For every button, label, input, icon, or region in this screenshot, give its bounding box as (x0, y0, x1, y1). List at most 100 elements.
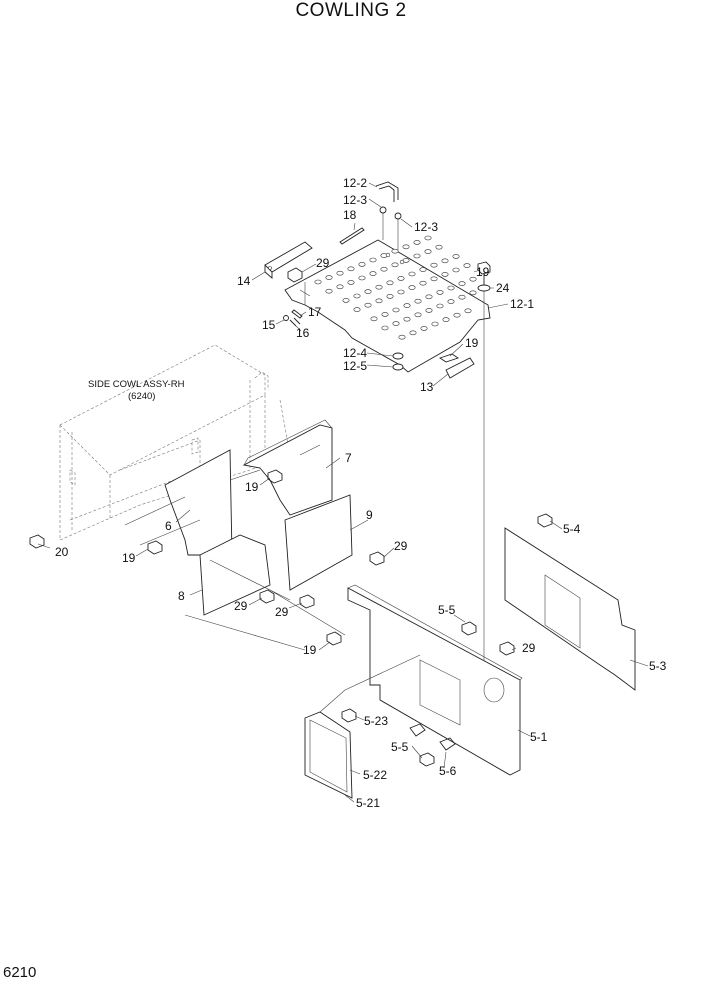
perforation-hole (414, 298, 422, 304)
perforation-hole (463, 263, 471, 268)
label-12-2: 12-2 (343, 176, 367, 190)
label-5-1: 5-1 (530, 730, 548, 744)
panel-8 (199, 534, 271, 616)
clip-5-6-b (409, 723, 426, 737)
label-12-3-b: 12-3 (414, 220, 438, 234)
perforation-hole (436, 303, 444, 309)
perforation-hole (369, 257, 377, 263)
perforation-hole (420, 326, 428, 331)
bolt-12-3-b (394, 212, 402, 220)
bolt-5-4 (537, 513, 553, 528)
label-7: 7 (345, 451, 352, 465)
perforation-hole (375, 298, 383, 304)
panel-6 (164, 449, 233, 556)
bolt-29-top (287, 267, 303, 283)
leader-lines (37, 182, 649, 803)
bolt-12-3-a (379, 206, 387, 214)
bolt-5-5-lower (419, 752, 435, 767)
perforation-hole (409, 330, 417, 336)
perforation-hole (458, 281, 466, 286)
perforation-hole (391, 262, 399, 268)
perforation-hole (403, 316, 411, 322)
side-cowl-ref-line2: (6240) (128, 391, 155, 402)
perforation-hole (391, 248, 399, 254)
perforation-hole (342, 298, 350, 303)
label-12-5: 12-5 (343, 359, 367, 373)
perforation-hole (430, 276, 438, 282)
bracket-14 (264, 241, 313, 279)
label-5-5-lower: 5-5 (391, 740, 409, 754)
page-number: 6210 (3, 964, 37, 981)
perforation-hole (419, 267, 427, 272)
perforation-hole (336, 284, 344, 290)
perforation-hole (458, 294, 466, 300)
label-19-mid: 19 (465, 336, 479, 350)
label-29-top: 29 (316, 256, 330, 270)
perforation-hole (408, 271, 416, 277)
perforation-hole (375, 284, 383, 290)
panel-5-3-window (544, 574, 581, 649)
perforation-hole (436, 290, 444, 295)
perforation-holes (314, 235, 477, 340)
perforation-hole (408, 285, 416, 290)
perforation-hole (419, 280, 427, 286)
label-12-3-a: 12-3 (343, 193, 367, 207)
label-29-panel9: 29 (394, 539, 408, 553)
perforation-hole (453, 312, 461, 318)
perforation-hole (424, 249, 432, 254)
bracket-13 (445, 357, 475, 379)
label-5-5-upper: 5-5 (438, 603, 456, 617)
perforation-hole (441, 258, 449, 264)
perforation-hole (358, 275, 366, 281)
seal-5-21 (309, 719, 348, 793)
perforation-hole (431, 321, 439, 327)
pin-16 (289, 317, 301, 327)
label-24: 24 (496, 281, 510, 295)
perforation-hole (336, 270, 344, 276)
nut-12-4 (392, 352, 404, 360)
perforation-hole (381, 312, 389, 317)
perforation-hole (370, 316, 378, 322)
perforation-hole (347, 280, 355, 285)
clip-5-6 (439, 737, 456, 751)
perforation-hole (381, 325, 389, 331)
label-9: 9 (366, 508, 373, 522)
panel-5-1-port (483, 677, 505, 703)
label-20: 20 (55, 545, 69, 559)
nut-12-5 (392, 363, 404, 371)
label-5-4: 5-4 (563, 522, 581, 536)
label-5-22: 5-22 (363, 768, 387, 782)
label-12-4: 12-4 (343, 346, 367, 360)
perforation-hole (425, 308, 433, 313)
panel-5-1-window (419, 659, 461, 726)
pin-17 (291, 309, 303, 319)
page-title: COWLING 2 (295, 0, 407, 21)
label-29-panel8: 29 (234, 599, 248, 613)
label-5-21: 5-21 (356, 796, 380, 810)
panel-9 (284, 494, 353, 591)
perforation-hole (392, 321, 400, 326)
perforation-hole (347, 266, 355, 272)
perforation-hole (452, 254, 460, 259)
panel-5-1 (347, 587, 521, 776)
bolt-19-panel7 (267, 469, 283, 484)
side-cowl-ref-line1: SIDE COWL ASSY-RH (88, 379, 185, 390)
perforation-hole (325, 288, 333, 294)
perforation-hole (403, 303, 411, 308)
perforation-hole (435, 244, 443, 250)
label-17: 17 (308, 305, 322, 319)
label-29-plate: 29 (522, 641, 536, 655)
bolt-29-panel8 (259, 589, 275, 604)
bolt-19-left (147, 540, 163, 555)
perforation-hole (425, 294, 433, 300)
label-6: 6 (165, 519, 172, 533)
bolt-29-lower (299, 594, 315, 609)
perforation-hole (364, 302, 372, 308)
bolt-20 (29, 534, 45, 549)
perforation-hole (353, 293, 361, 299)
washer-15 (283, 315, 289, 321)
bolt-19-mid (438, 353, 460, 363)
perforation-hole (402, 244, 410, 250)
cover-5-22 (304, 711, 353, 799)
